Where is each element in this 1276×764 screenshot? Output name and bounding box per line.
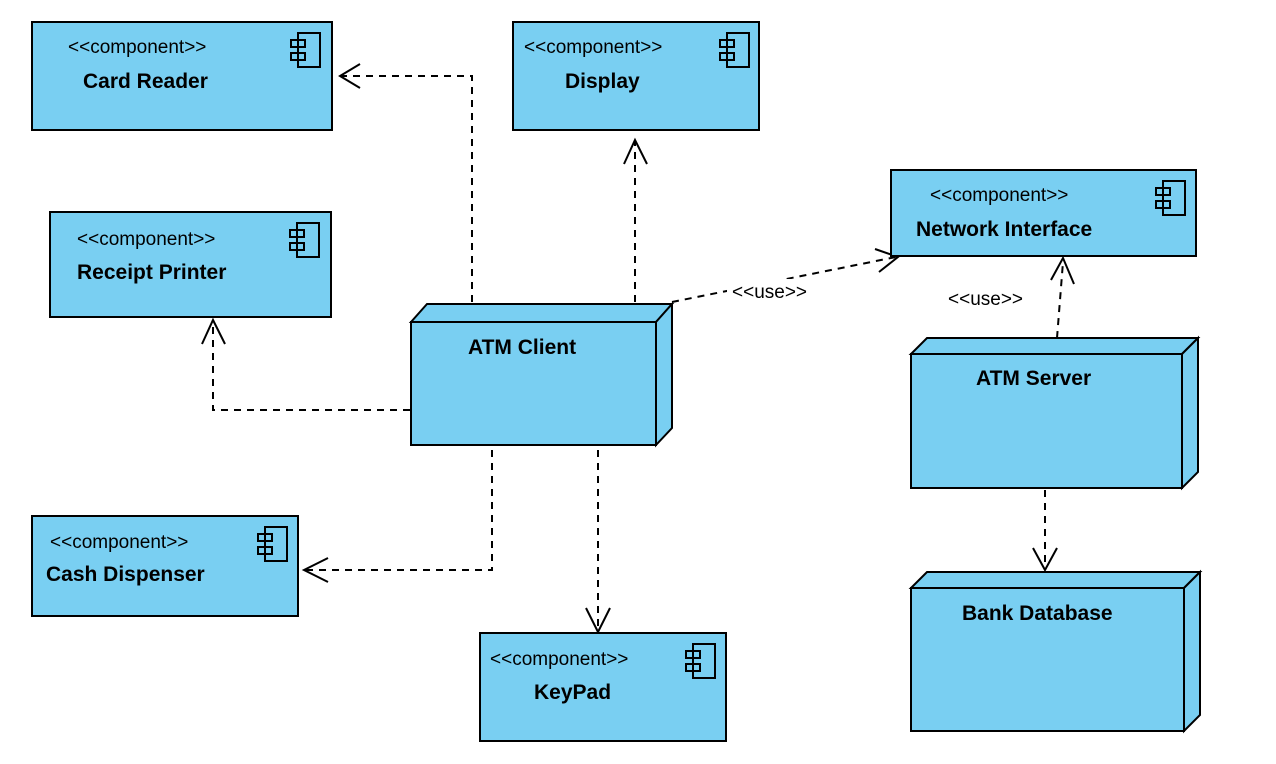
stereotype-label: <<component>> bbox=[524, 37, 662, 58]
stereotype-label: <<component>> bbox=[68, 37, 206, 58]
edge-label-bg bbox=[727, 279, 829, 303]
component-receipt-printer[interactable]: <<component>> Receipt Printer bbox=[49, 211, 332, 318]
edge-label-bg bbox=[944, 287, 1044, 311]
edge-label-client-network: <<use>> bbox=[732, 282, 807, 303]
component-keypad[interactable]: <<component>> KeyPad bbox=[479, 632, 727, 742]
component-name: Display bbox=[565, 70, 640, 93]
dependency-server-to-network-interface bbox=[1050, 255, 1075, 339]
component-name: Card Reader bbox=[83, 70, 208, 93]
component-icon bbox=[685, 643, 716, 679]
dependency-client-to-keypad bbox=[585, 450, 611, 635]
node-atm-client[interactable]: ATM Client bbox=[408, 301, 675, 448]
component-icon bbox=[719, 32, 750, 68]
component-card-reader[interactable]: <<component>> Card Reader bbox=[31, 21, 333, 131]
stereotype-label: <<component>> bbox=[50, 532, 188, 553]
dependency-client-to-cash-dispenser bbox=[301, 450, 493, 583]
node-name: Bank Database bbox=[962, 602, 1113, 625]
dependency-client-to-display bbox=[623, 137, 648, 302]
node-name: ATM Server bbox=[976, 367, 1091, 390]
component-name: Network Interface bbox=[916, 218, 1092, 241]
dependency-server-to-bank-database bbox=[1032, 490, 1058, 573]
node-atm-server[interactable]: ATM Server bbox=[908, 335, 1201, 491]
edge-label-server-network: <<use>> bbox=[948, 289, 1023, 310]
stereotype-label: <<component>> bbox=[77, 229, 215, 250]
component-display[interactable]: <<component>> Display bbox=[512, 21, 760, 131]
component-icon bbox=[290, 32, 321, 68]
component-icon bbox=[1155, 180, 1186, 216]
node-name: ATM Client bbox=[468, 336, 576, 359]
component-name: KeyPad bbox=[534, 681, 611, 704]
component-icon bbox=[289, 222, 320, 258]
component-network-interface[interactable]: <<component>> Network Interface bbox=[890, 169, 1197, 257]
component-name: Receipt Printer bbox=[77, 261, 226, 284]
component-cash-dispenser[interactable]: <<component>> Cash Dispenser bbox=[31, 515, 299, 617]
stereotype-label: <<component>> bbox=[490, 649, 628, 670]
component-name: Cash Dispenser bbox=[46, 563, 205, 586]
stereotype-label: <<component>> bbox=[930, 185, 1068, 206]
component-icon bbox=[257, 526, 288, 562]
node-bank-database[interactable]: Bank Database bbox=[908, 569, 1203, 734]
dependency-client-to-receipt-printer bbox=[201, 317, 410, 411]
dependency-client-to-card-reader bbox=[338, 63, 473, 302]
